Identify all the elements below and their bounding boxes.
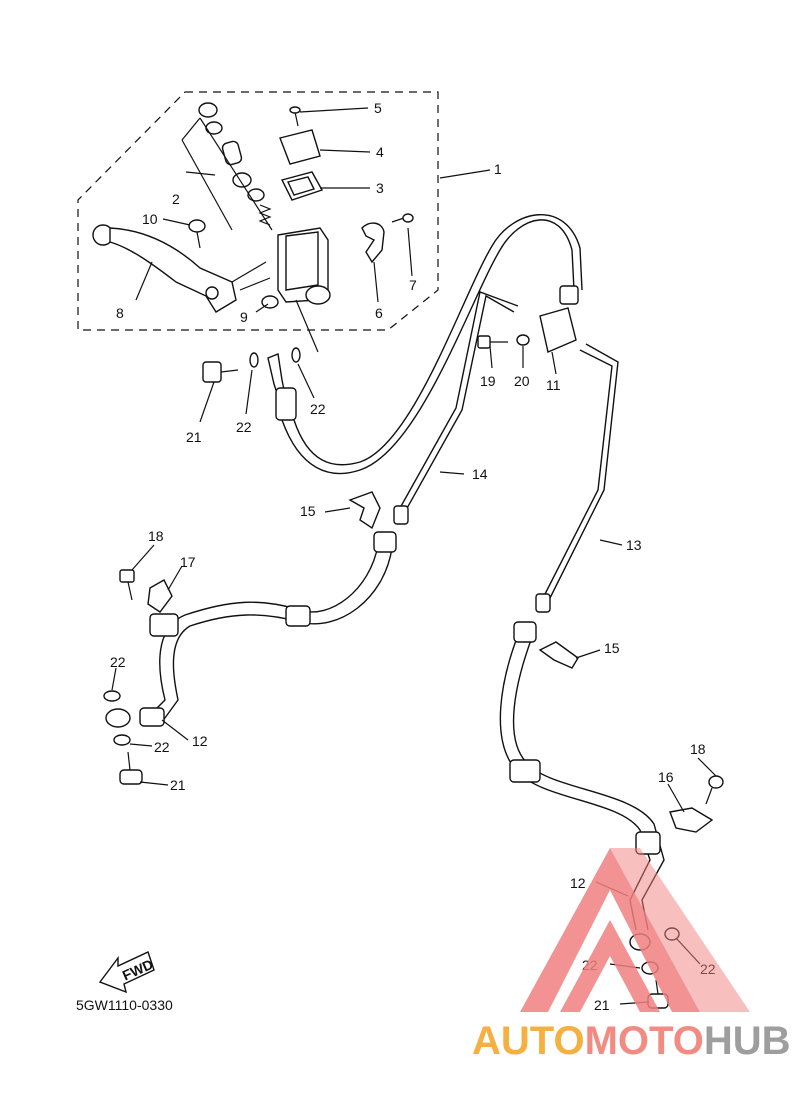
callout-15-upper: 15 — [300, 503, 316, 519]
callout-18-left: 18 — [148, 528, 164, 544]
assembly-boundary — [77, 91, 439, 331]
fwd-arrow: FWD — [98, 951, 156, 994]
washer-22-left-top — [103, 690, 121, 702]
brake-lines — [105, 214, 665, 951]
diagram-code: 5GW1110-0330 — [76, 997, 173, 1013]
watermark-moto: MOTO — [585, 1019, 704, 1063]
union-bolt-21-left — [119, 751, 143, 785]
watermark-triangle-inner — [560, 920, 660, 1012]
watermark-text: AUTOMOTOHUB — [472, 1019, 791, 1063]
callout-2: 2 — [172, 191, 180, 207]
callout-22-upper-b: 22 — [310, 401, 326, 417]
clamp-16 — [669, 807, 714, 833]
callout-9: 9 — [240, 309, 248, 325]
watermark-logo — [520, 848, 750, 1012]
callout-3: 3 — [376, 180, 384, 196]
callout-16: 16 — [658, 769, 674, 785]
callout-5: 5 — [374, 100, 382, 116]
callout-8: 8 — [116, 305, 124, 321]
callout-12-left: 12 — [192, 733, 208, 749]
watermark-triangle-right-wing — [610, 848, 750, 1012]
callout-21-right: 21 — [594, 997, 610, 1013]
callout-6: 6 — [375, 305, 383, 321]
callout-18-right: 18 — [690, 741, 706, 757]
callout-21-left: 21 — [170, 777, 186, 793]
clamp-15-lower — [538, 641, 579, 669]
washer-22-left-bottom — [113, 734, 131, 746]
callout-12-right: 12 — [570, 875, 586, 891]
callout-22-left-top: 22 — [110, 654, 126, 670]
callout-20: 20 — [514, 373, 530, 389]
watermark-triangle-outer — [520, 848, 700, 1012]
callout-11: 11 — [546, 377, 561, 393]
callout-1: 1 — [494, 161, 502, 177]
callout-4: 4 — [376, 144, 384, 160]
bolt-18-left — [119, 569, 135, 601]
fwd-label: FWD — [120, 956, 156, 984]
clamp-15-upper — [348, 491, 381, 530]
callout-17: 17 — [180, 554, 196, 570]
callout-7: 7 — [409, 277, 417, 293]
callout-21-upper: 21 — [186, 429, 202, 445]
bolt-18-right — [705, 775, 724, 805]
watermark-auto: AUTO — [472, 1019, 585, 1063]
leader-lines — [111, 107, 717, 1005]
master-cylinder-group — [92, 102, 414, 353]
callout-22-left-bottom: 22 — [154, 739, 170, 755]
callout-10: 10 — [142, 211, 158, 227]
callout-19: 19 — [480, 373, 496, 389]
clamp-17 — [147, 579, 173, 613]
callout-13: 13 — [626, 537, 642, 553]
callout-14: 14 — [472, 466, 488, 482]
watermark-hub: HUB — [704, 1019, 791, 1063]
callout-15-lower: 15 — [604, 640, 620, 656]
callout-22-upper-a: 22 — [236, 419, 252, 435]
